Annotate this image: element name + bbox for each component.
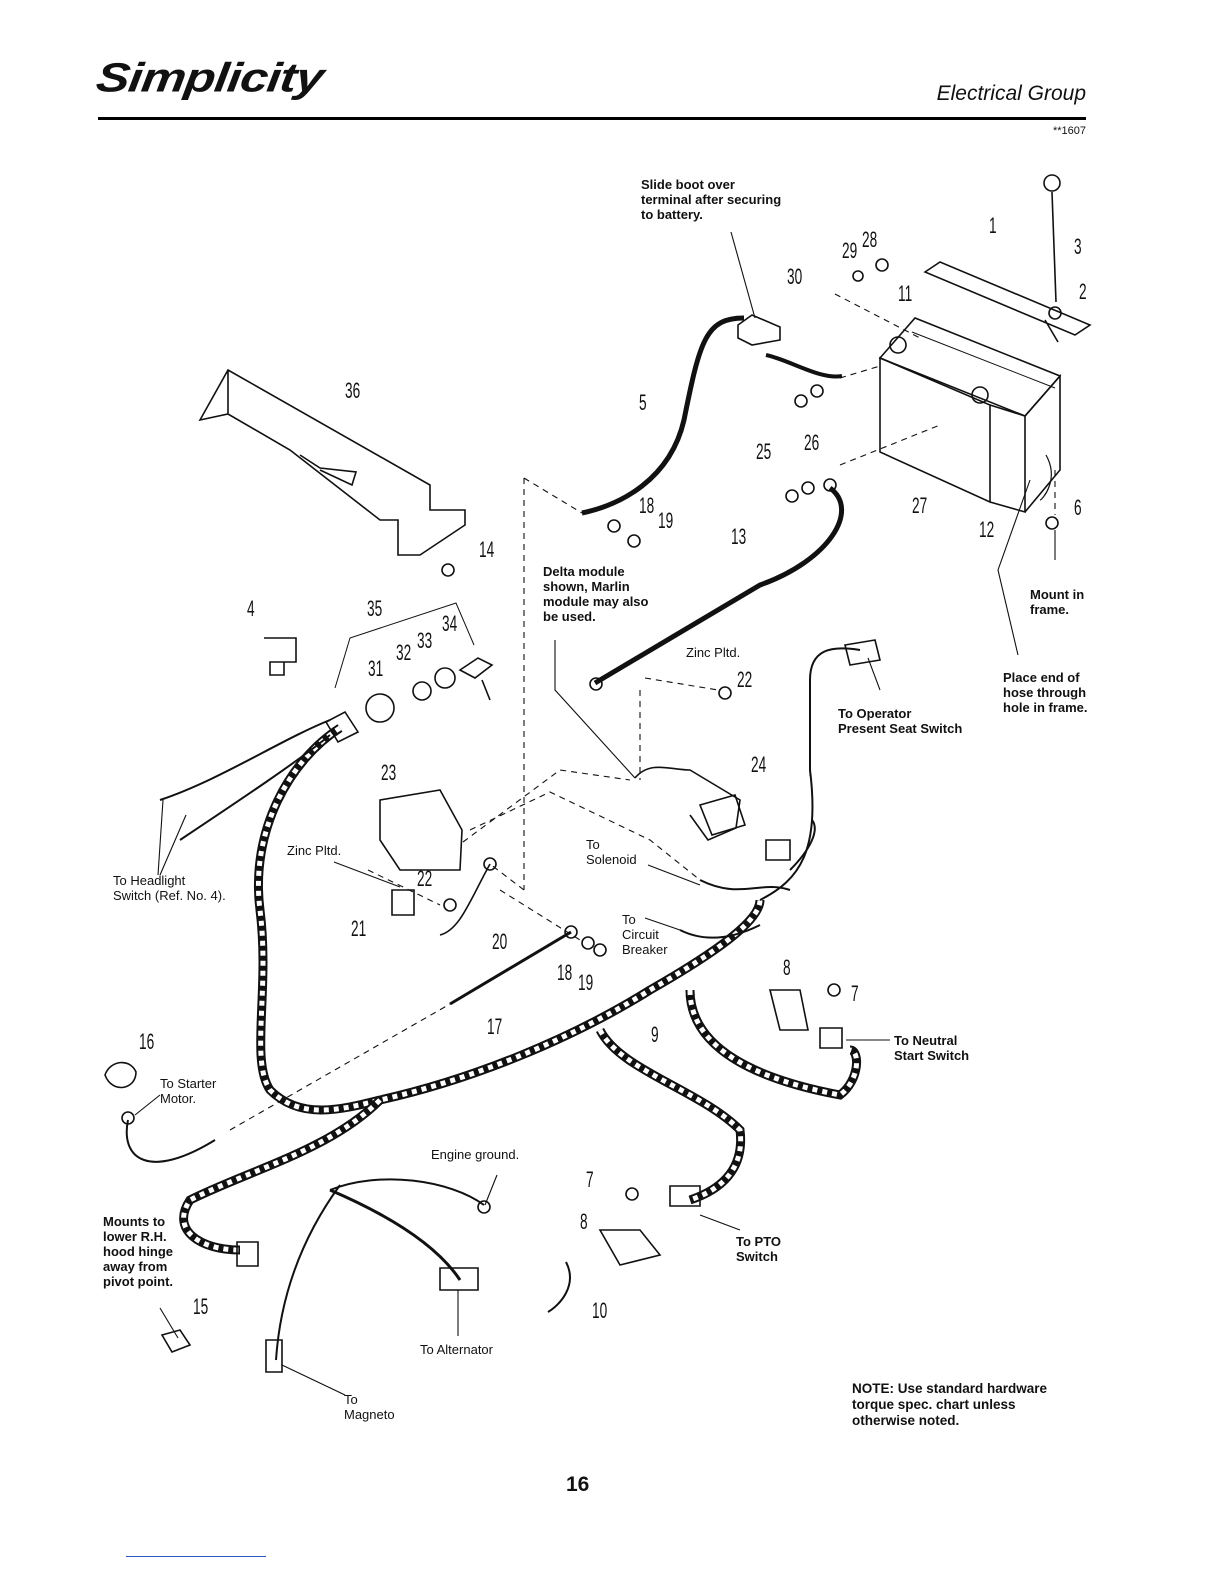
rod-eye xyxy=(1043,174,1061,192)
ref-number: 15 xyxy=(193,1294,209,1319)
negative-cable xyxy=(593,485,844,686)
ref-number: 25 xyxy=(756,439,772,464)
ref-number: 12 xyxy=(979,517,995,542)
callout-place-hose: Place end of hose through hole in frame. xyxy=(1003,670,1088,715)
ref-number: 14 xyxy=(479,537,495,562)
ref-number: 9 xyxy=(651,1022,659,1047)
page-number: 16 xyxy=(566,1473,590,1496)
callout-engine-ground: Engine ground. xyxy=(431,1147,520,1162)
callout-to-neutral: To Neutral Start Switch xyxy=(894,1033,970,1063)
ref-number: 7 xyxy=(586,1167,594,1192)
ref-number: 5 xyxy=(639,390,647,415)
ref-number: 7 xyxy=(851,981,859,1006)
ignition-switch-parts xyxy=(334,602,494,723)
callout-to-magneto: To Magneto xyxy=(344,1392,395,1422)
ref-number: 6 xyxy=(1074,495,1082,520)
ref-number: 19 xyxy=(578,970,594,995)
assembly-leaders xyxy=(229,477,811,1131)
ref-number: 18 xyxy=(557,960,573,985)
ref-number: 19 xyxy=(658,508,674,533)
ref-number: 34 xyxy=(442,611,458,636)
battery xyxy=(878,317,1062,514)
header-rule xyxy=(98,117,1086,120)
ref-number: 28 xyxy=(862,227,878,252)
ref-number: 27 xyxy=(912,493,928,518)
wiring-harness xyxy=(254,724,765,1115)
ref-number: 3 xyxy=(1074,234,1082,259)
ref-number: 4 xyxy=(247,596,255,621)
ref-number: 29 xyxy=(842,238,858,263)
ref-number: 30 xyxy=(787,264,803,289)
ref-number: 21 xyxy=(351,916,367,941)
hold-down-bracket xyxy=(923,261,1092,343)
torque-note: NOTE: Use standard hardware torque spec.… xyxy=(852,1381,1048,1428)
diagram-code: **1607 xyxy=(1052,125,1086,137)
ref-number: 36 xyxy=(345,378,361,403)
ref-number: 33 xyxy=(417,628,433,653)
callout-mounts-to: Mounts to lower R.H. hood hinge away fro… xyxy=(103,1214,174,1289)
footer-rule xyxy=(126,1556,266,1557)
ref-number: 11 xyxy=(898,281,913,306)
callout-delta-module: Delta module shown, Marlin module may al… xyxy=(543,564,649,624)
ref-number: 32 xyxy=(396,640,412,665)
ref-number: 22 xyxy=(417,866,433,891)
ref-number: 10 xyxy=(592,1298,608,1323)
ref-number: 13 xyxy=(731,524,747,549)
callout-slide-boot: Slide boot over terminal after securing … xyxy=(641,177,782,222)
starter-solenoid xyxy=(379,789,463,871)
positive-cable xyxy=(581,315,745,516)
hold-down-rod xyxy=(1051,191,1057,303)
ref-number: 18 xyxy=(639,493,655,518)
callout-to-operator: To Operator Present Seat Switch xyxy=(838,706,963,736)
ref-number: 31 xyxy=(368,656,384,681)
callout-to-solenoid: To Solenoid xyxy=(586,837,637,867)
ref-number: 20 xyxy=(492,929,508,954)
battery-leaders xyxy=(834,293,1056,515)
ref-number: 16 xyxy=(139,1029,155,1054)
ref-number: 26 xyxy=(804,430,820,455)
callout-zinc-pltd-upper: Zinc Pltd. xyxy=(686,645,741,660)
ref-number: 8 xyxy=(783,955,791,980)
callout-zinc-pltd-lower: Zinc Pltd. xyxy=(287,843,342,858)
headlight-switch xyxy=(264,637,297,676)
callout-to-circuit-breaker: To Circuit Breaker xyxy=(622,912,668,957)
callout-leaders xyxy=(134,231,1056,1396)
callout-mount-in-frame: Mount in frame. xyxy=(1030,587,1085,617)
ref-number: 17 xyxy=(487,1014,503,1039)
ref-number: 23 xyxy=(381,760,397,785)
delta-module xyxy=(634,766,741,841)
section-title: Electrical Group xyxy=(936,82,1086,105)
callout-to-starter: To Starter Motor. xyxy=(160,1076,217,1106)
ref-number: 1 xyxy=(989,213,997,238)
mounting-bracket xyxy=(198,368,466,556)
ref-number: 24 xyxy=(751,752,767,777)
ref-number: 22 xyxy=(737,667,753,692)
callout-to-pto: To PTO Switch xyxy=(736,1234,782,1264)
ref-number: 8 xyxy=(580,1209,588,1234)
ref-number: 2 xyxy=(1079,279,1087,304)
callout-to-headlight: To Headlight Switch (Ref. No. 4). xyxy=(113,873,226,903)
ref-number: 35 xyxy=(367,596,383,621)
callout-to-alternator: To Alternator xyxy=(420,1342,493,1357)
